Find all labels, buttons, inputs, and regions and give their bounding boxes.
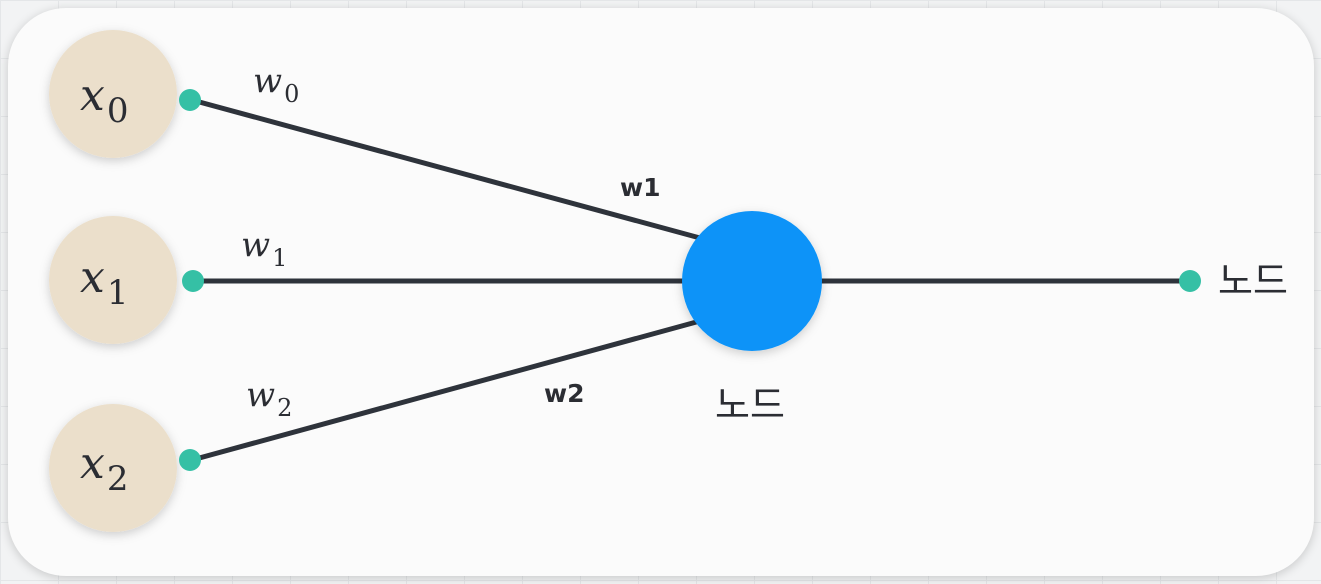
node-label: 노드 (715, 383, 785, 427)
main-node (682, 211, 822, 351)
input-subscript: 0 (107, 91, 129, 131)
output-label: 노드 (1218, 259, 1288, 303)
weight-label-w2: w2 (246, 375, 292, 422)
svg-text:x0: x0 (80, 70, 128, 131)
input-node-x1: x1 (49, 216, 177, 344)
svg-text:x2: x2 (80, 438, 128, 499)
weight-label-w1: w1 (241, 225, 287, 272)
connector-dot-output (1179, 270, 1201, 292)
edge-weight-label-w2: w2 (544, 379, 585, 408)
input-symbol: x (80, 438, 105, 489)
input-symbol: x (80, 252, 105, 303)
edge-x0-to-node (189, 97, 703, 241)
input-node-x2: x2 (49, 404, 177, 532)
input-symbol: x (80, 70, 105, 121)
connector-dot-x0 (179, 89, 201, 111)
diagram-card (8, 8, 1314, 576)
svg-text:x1: x1 (80, 252, 128, 313)
edge-weight-label-w1: w1 (620, 173, 661, 202)
input-node-x0: x0 (49, 30, 177, 158)
weight-label-w0: w0 (253, 61, 299, 108)
connector-dot-x1 (182, 270, 204, 292)
edge-x2-to-node (189, 318, 703, 463)
connector-dot-x2 (179, 449, 201, 471)
input-subscript: 2 (107, 459, 129, 499)
input-subscript: 1 (107, 273, 129, 313)
